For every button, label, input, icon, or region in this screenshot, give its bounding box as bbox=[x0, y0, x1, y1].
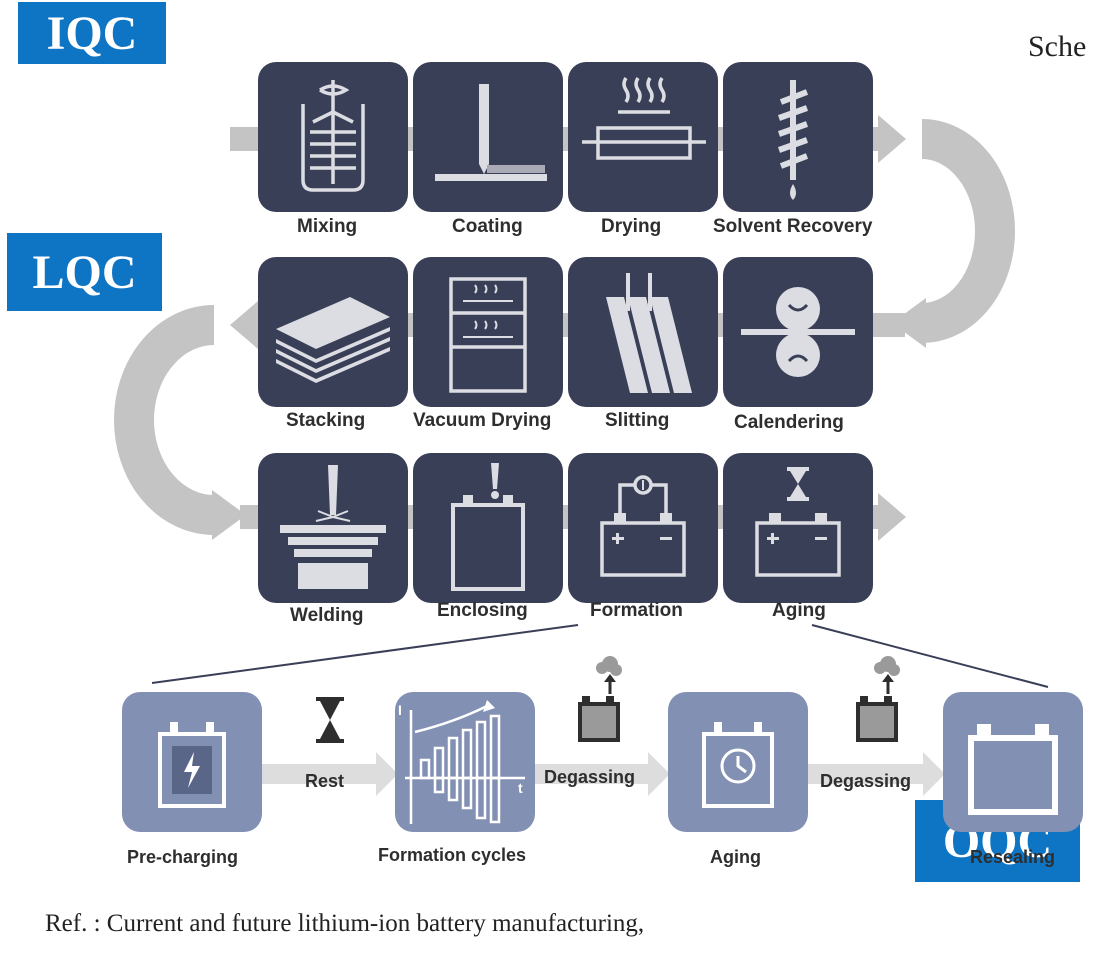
slitting-blades-icon bbox=[606, 273, 692, 393]
vacuum-oven-icon bbox=[449, 277, 527, 393]
battery-outline-icon bbox=[968, 724, 1058, 815]
degassing-battery-icon bbox=[578, 656, 622, 742]
mixing-tile bbox=[258, 62, 408, 212]
detail-label-degassing-1: Degassing bbox=[544, 767, 636, 787]
iqc-badge: IQC bbox=[18, 2, 166, 64]
solvent-recovery-tile bbox=[723, 62, 873, 212]
step-label-welding: Welding bbox=[290, 605, 364, 626]
battery-clock-icon bbox=[702, 722, 774, 808]
axis-label-i: I bbox=[398, 702, 402, 718]
lqc-label: LQC bbox=[32, 245, 137, 299]
step-label-calendering: Calendering bbox=[734, 412, 844, 433]
stacking-tile bbox=[258, 257, 408, 407]
detail-label-formation-cycles: Formation cycles bbox=[378, 845, 527, 865]
step-label-stacking: Stacking bbox=[286, 410, 366, 431]
formation-cycle-graph-icon bbox=[405, 700, 525, 824]
detail-label-degassing-2: Degassing bbox=[820, 771, 912, 791]
stack-layers-icon bbox=[276, 297, 390, 383]
calendering-tile bbox=[723, 257, 873, 407]
calender-rollers-icon bbox=[741, 287, 855, 377]
aging-tile bbox=[723, 453, 873, 603]
aging-detail-tile bbox=[668, 692, 808, 832]
slitting-tile bbox=[568, 257, 718, 407]
welding-icon bbox=[280, 465, 386, 589]
title-fragment: Sche bbox=[1028, 30, 1087, 63]
coating-tile bbox=[413, 62, 563, 212]
detail-label-aging: Aging bbox=[710, 847, 761, 867]
step-label-aging: Aging bbox=[772, 600, 826, 621]
step-label-coating: Coating bbox=[452, 216, 523, 237]
step-label-formation: Formation bbox=[590, 600, 683, 621]
detail-label-resealing: Resealing bbox=[970, 847, 1056, 867]
hourglass-icon bbox=[316, 697, 344, 743]
step-label-drying: Drying bbox=[601, 216, 662, 237]
welding-tile bbox=[258, 453, 408, 603]
condenser-coil-icon bbox=[777, 80, 809, 200]
degassing-battery-icon-2 bbox=[856, 656, 900, 742]
drying-icon bbox=[582, 77, 706, 160]
enclosing-tile bbox=[413, 453, 563, 603]
coating-icon bbox=[435, 84, 547, 181]
mixer-icon bbox=[301, 80, 365, 192]
step-label-vacuum-drying: Vacuum Drying bbox=[413, 410, 552, 431]
lqc-badge: LQC bbox=[7, 233, 162, 311]
battery-bolt-icon bbox=[158, 722, 226, 808]
formation-tile bbox=[568, 453, 718, 603]
battery-meter-icon bbox=[600, 475, 686, 577]
resealing-tile bbox=[943, 692, 1083, 832]
step-label-slitting: Slitting bbox=[605, 410, 670, 431]
battery-hourglass-icon bbox=[755, 467, 841, 577]
step-label-solvent-recovery: Solvent Recovery bbox=[713, 216, 873, 237]
axis-label-t: t bbox=[518, 780, 523, 796]
vacuum-drying-tile bbox=[413, 257, 563, 407]
iqc-label: IQC bbox=[46, 6, 138, 60]
drying-tile bbox=[568, 62, 718, 212]
step-label-mixing: Mixing bbox=[297, 216, 358, 237]
enclosing-icon bbox=[451, 463, 525, 591]
reference-text: Ref. : Current and future lithium-ion ba… bbox=[45, 910, 645, 937]
detail-label-pre-charging: Pre-charging bbox=[127, 847, 239, 867]
detail-label-rest: Rest bbox=[305, 771, 345, 791]
formation-cycles-tile bbox=[395, 692, 535, 832]
step-label-enclosing: Enclosing bbox=[437, 600, 528, 621]
pre-charging-tile bbox=[122, 692, 262, 832]
